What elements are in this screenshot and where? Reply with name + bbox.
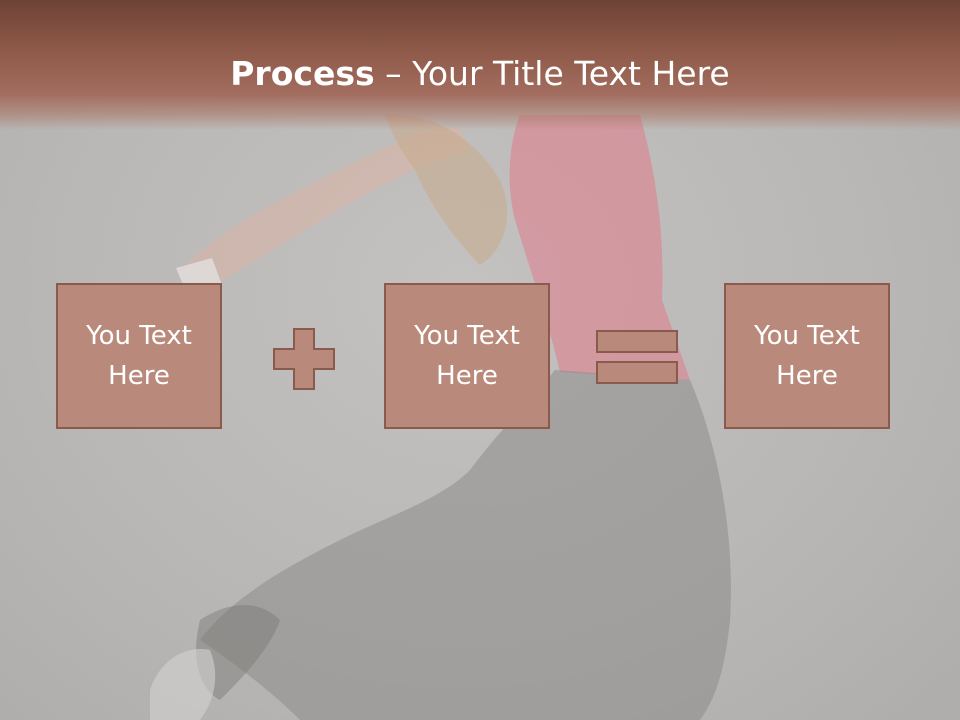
process-box-1[interactable]: You Text Here: [56, 283, 222, 429]
process-box-2[interactable]: You Text Here: [384, 283, 550, 429]
process-box-1-text: You Text Here: [86, 321, 192, 391]
process-box-3-text: You Text Here: [754, 321, 860, 391]
process-box-2-text: You Text Here: [414, 321, 520, 391]
title-rest: – Your Title Text Here: [374, 54, 730, 93]
slide-title: Process – Your Title Text Here: [0, 52, 960, 96]
title-bar: [0, 0, 960, 130]
title-bold: Process: [230, 54, 375, 93]
equals-icon: [596, 330, 678, 384]
plus-icon: [273, 328, 335, 390]
process-box-3[interactable]: You Text Here: [724, 283, 890, 429]
